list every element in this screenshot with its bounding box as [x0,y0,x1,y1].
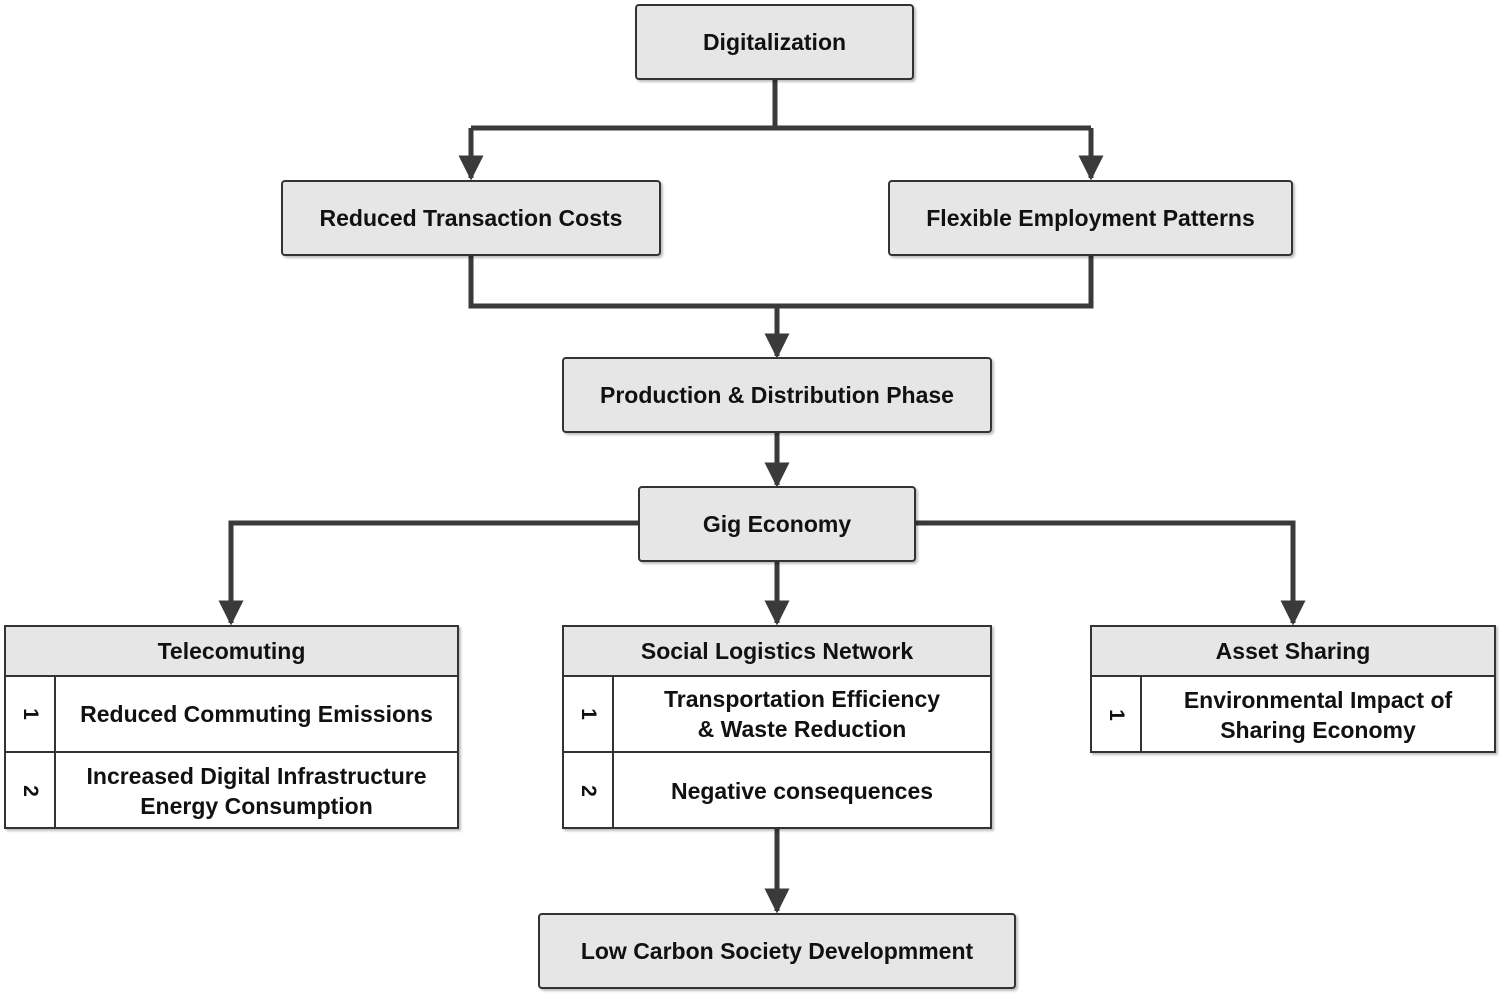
item-number: 2 [564,753,614,829]
social-logistics-item: 2 Negative consequences [564,753,990,829]
reduced-transaction-costs-box: Reduced Transaction Costs [281,180,661,256]
digitalization-box: Digitalization [635,4,914,80]
telecomuting-panel: Telecomuting 1 Reduced Commuting Emissio… [4,625,459,829]
arrow-to-asset-sharing [915,520,1306,626]
item-text: Negative consequences [670,778,934,804]
item-number: 1 [1092,677,1142,753]
item-text: Transportation Efficiency & Waste Reduct… [663,686,941,742]
telecomuting-item: 2 Increased Digital Infrastructure Energ… [6,753,457,829]
asset-sharing-item: 1 Environmental Impact of Sharing Econom… [1092,677,1494,753]
gig-economy-box: Gig Economy [638,486,916,562]
item-text: Reduced Commuting Emissions [80,701,433,727]
item-number: 1 [6,677,56,751]
social-logistics-item: 1 Transportation Efficiency & Waste Redu… [564,677,990,753]
item-number: 1 [564,677,614,751]
social-logistics-panel: Social Logistics Network 1 Transportatio… [562,625,992,829]
flexible-employment-patterns-box: Flexible Employment Patterns [888,180,1293,256]
low-carbon-box: Low Carbon Society Developmment [538,913,1016,989]
social-logistics-title: Social Logistics Network [564,627,990,677]
asset-sharing-title: Asset Sharing [1092,627,1494,677]
connector-merge [468,256,1094,309]
telecomuting-item: 1 Reduced Commuting Emissions [6,677,457,753]
arrow-to-telecomuting [218,520,639,626]
item-text: Increased Digital Infrastructure Energy … [86,763,427,819]
production-distribution-box: Production & Distribution Phase [562,357,992,433]
item-number: 2 [6,753,56,829]
asset-sharing-panel: Asset Sharing 1 Environmental Impact of … [1090,625,1496,753]
item-text: Environmental Impact of Sharing Economy [1183,687,1453,743]
telecomuting-title: Telecomuting [6,627,457,677]
